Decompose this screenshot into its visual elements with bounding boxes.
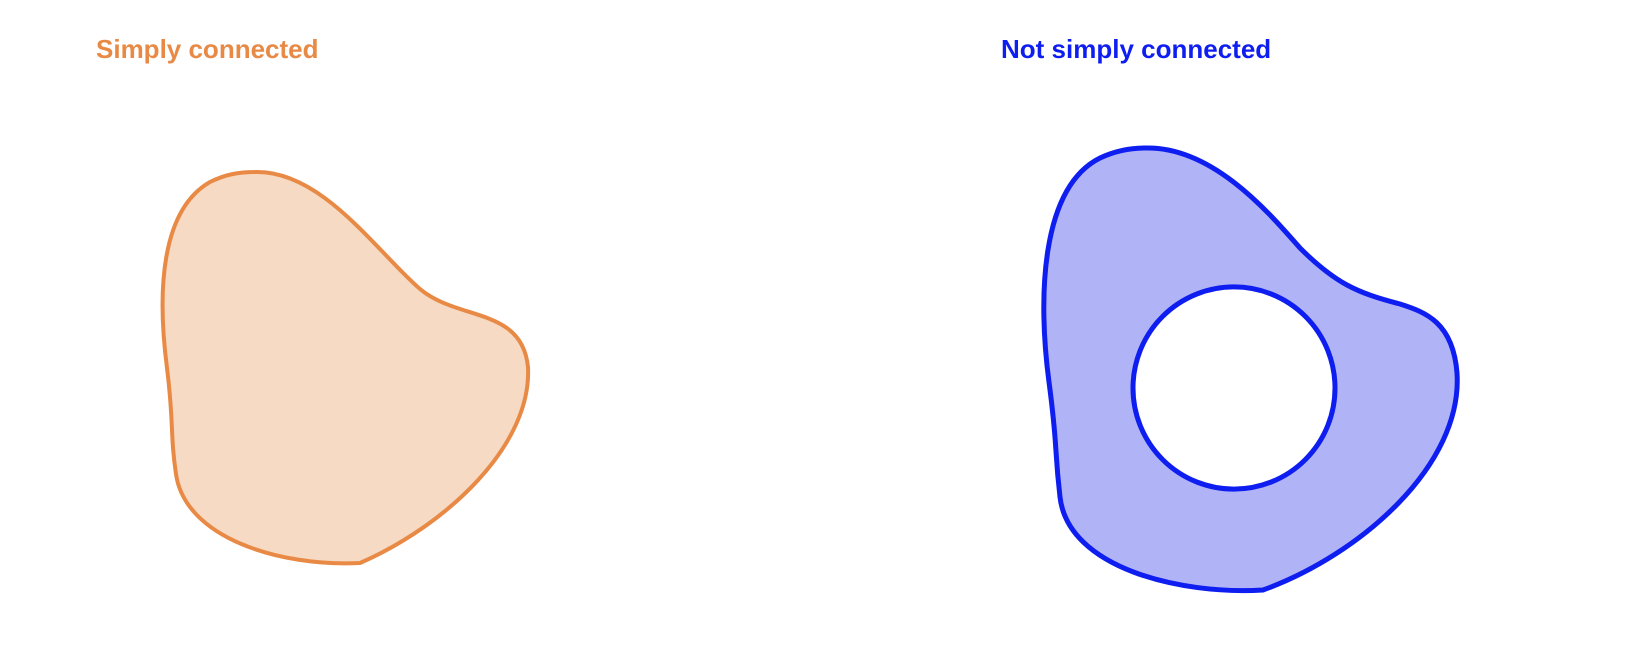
not-simply-connected-region <box>1041 145 1460 594</box>
not-simply-connected-title: Not simply connected <box>1001 34 1272 64</box>
simply-connected-region <box>160 169 531 566</box>
simply-connected-title: Simply connected <box>96 34 319 64</box>
